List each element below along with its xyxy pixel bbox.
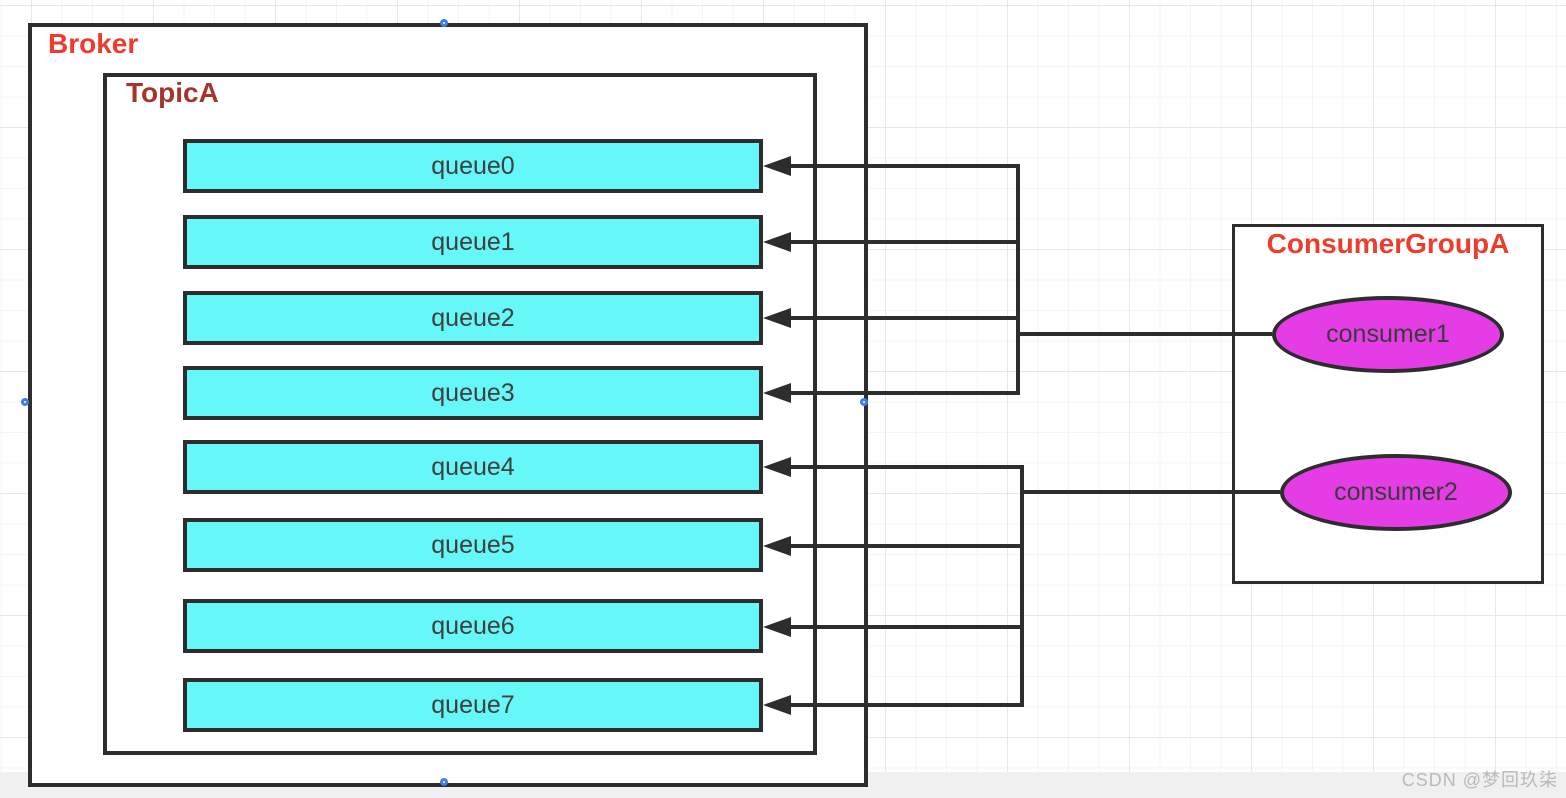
arrowhead-queue0-icon <box>763 156 791 176</box>
arrowhead-queue4-icon <box>763 457 791 477</box>
topic-label: TopicA <box>126 77 219 108</box>
queue-label: queue3 <box>431 378 515 407</box>
queue-box-5[interactable]: queue5 <box>183 518 763 572</box>
broker-label: Broker <box>48 28 139 59</box>
edge-consumer1-queue2-line[interactable] <box>784 316 1020 320</box>
queue-box-6[interactable]: queue6 <box>183 599 763 653</box>
arrowhead-queue1-icon <box>763 232 791 252</box>
queue-box-1[interactable]: queue1 <box>183 215 763 269</box>
queue-label: queue2 <box>431 303 515 332</box>
watermark: CSDN @梦回玖柒 <box>1401 770 1558 790</box>
queue-box-3[interactable]: queue3 <box>183 366 763 420</box>
queue-box-2[interactable]: queue2 <box>183 291 763 345</box>
queue-box-4[interactable]: queue4 <box>183 440 763 494</box>
edge-consumer1-trunk-line[interactable] <box>1016 164 1020 395</box>
edge-consumer1-queue0-line[interactable] <box>784 164 1020 168</box>
consumer-label: consumer1 <box>1326 320 1450 348</box>
selection-handle-top[interactable] <box>440 19 448 27</box>
edge-consumer2-queue7-line[interactable] <box>784 703 1024 707</box>
consumer-group-label: ConsumerGroupA <box>1266 228 1510 259</box>
queue-label: queue5 <box>431 530 515 559</box>
selection-handle-right[interactable] <box>860 398 868 406</box>
queue-label: queue0 <box>431 151 515 180</box>
arrowhead-queue3-icon <box>763 383 791 403</box>
queue-label: queue1 <box>431 227 515 256</box>
edge-consumer2-trunk-line[interactable] <box>1020 465 1024 707</box>
edge-consumer2-queue6-line[interactable] <box>784 625 1024 629</box>
edge-consumer1-queue3-line[interactable] <box>784 391 1020 395</box>
arrowhead-queue2-icon <box>763 308 791 328</box>
consumer-label: consumer2 <box>1334 478 1458 506</box>
queue-box-7[interactable]: queue7 <box>183 678 763 732</box>
queue-label: queue4 <box>431 452 515 481</box>
queue-box-0[interactable]: queue0 <box>183 139 763 193</box>
edge-consumer1-queue1-line[interactable] <box>784 240 1020 244</box>
edge-consumer2-queue5-line[interactable] <box>784 544 1024 548</box>
selection-handle-bottom[interactable] <box>440 778 448 786</box>
edge-consumer1-link-line[interactable] <box>1018 332 1272 336</box>
arrowhead-queue5-icon <box>763 536 791 556</box>
arrowhead-queue7-icon <box>763 695 791 715</box>
edge-consumer2-queue4-line[interactable] <box>784 465 1024 469</box>
queue-label: queue6 <box>431 611 515 640</box>
queue-label: queue7 <box>431 690 515 719</box>
edge-consumer2-link-line[interactable] <box>1022 490 1280 494</box>
consumer2-ellipse[interactable]: consumer2 <box>1280 454 1512 531</box>
consumer1-ellipse[interactable]: consumer1 <box>1272 296 1504 373</box>
selection-handle-left[interactable] <box>21 398 29 406</box>
arrowhead-queue6-icon <box>763 617 791 637</box>
